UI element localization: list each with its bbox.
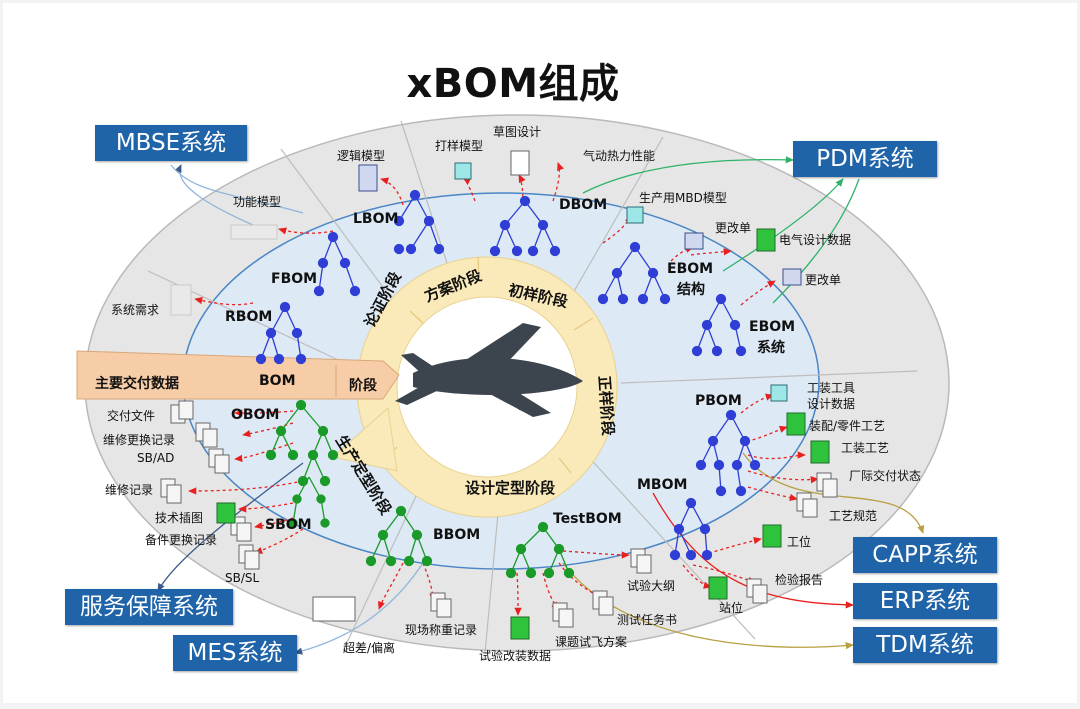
capp-link [742, 452, 925, 534]
tdm-link [562, 562, 854, 650]
label-sketch-design: 草图设计 [493, 125, 542, 139]
label-tooling-sub: 设计数据 [807, 397, 856, 411]
mes-system-box: MES系统 [173, 635, 297, 671]
mbse-link [170, 164, 304, 214]
label-function-model: 功能模型 [233, 195, 282, 209]
faint-icon [170, 224, 278, 316]
pdm-link [772, 178, 860, 304]
pdm-link [722, 178, 844, 272]
label-test-outline: 试验大纲 [627, 579, 676, 593]
tree-ebom-structure [597, 241, 671, 305]
legend-bom: BOM [259, 373, 296, 389]
service-link [157, 462, 304, 592]
bom-label-testbom: TestBOM [553, 511, 622, 527]
bom-label-ebom-structure-sub: 结构 [677, 282, 705, 298]
diagram-canvas: xBOM组成 [3, 3, 1077, 703]
label-electric-design: 电气设计数据 [779, 233, 852, 247]
tree-bbom [365, 505, 433, 567]
tree-obom [265, 399, 339, 487]
label-logic-model: 逻辑模型 [337, 149, 386, 163]
page-title: xBOM组成 [406, 61, 620, 107]
bom-label-lbom: LBOM [353, 211, 399, 227]
legend-deliverables: 主要交付数据 [95, 376, 179, 392]
label-process-spec: 工艺规范 [829, 509, 878, 523]
tdm-system-box: TDM系统 [853, 627, 997, 663]
label-sample-model: 打样模型 [435, 139, 484, 153]
label-test-mod-data: 试验改装数据 [479, 649, 552, 663]
bom-label-dbom: DBOM [559, 197, 608, 213]
label-tech-illus: 技术插图 [155, 511, 204, 525]
label-system-req: 系统需求 [111, 303, 160, 317]
label-assembly-process: 装配/零件工艺 [809, 419, 886, 433]
mbse-system-box: MBSE系统 [95, 125, 247, 161]
phase-label-formal: 正样阶段 [595, 375, 618, 437]
bom-label-fbom: FBOM [271, 271, 318, 287]
mes-link [294, 562, 424, 655]
label-inspection-report: 检验报告 [775, 573, 824, 587]
bom-label-obom: OBOM [231, 407, 280, 423]
legend-stage: 阶段 [349, 378, 377, 394]
erp-link [652, 492, 854, 609]
tree-testbom [505, 521, 575, 579]
pdm-link [582, 156, 794, 194]
bom-label-ebom-structure: EBOM [667, 261, 714, 277]
tree-mbom [669, 497, 713, 561]
label-maint-record: 维修记录 [105, 483, 154, 497]
label-sbad: SB/AD [137, 451, 175, 465]
label-aero-performance: 气动热力性能 [583, 149, 656, 163]
label-spare-replace: 备件更换记录 [145, 533, 218, 547]
bom-label-mbom: MBOM [637, 477, 688, 493]
phase-label-design-final: 设计定型阶段 [465, 479, 556, 497]
label-mbd-model: 生产用MBD模型 [639, 191, 727, 205]
tree-rbom [255, 301, 307, 365]
process-icon [216, 228, 830, 640]
label-tooling: 工装工具 [807, 381, 856, 395]
label-delivery-docs: 交付文件 [107, 409, 156, 423]
bom-label-ebom-system: EBOM [749, 319, 796, 335]
tree-ebom-system [691, 293, 747, 357]
bom-label-bbom: BBOM [433, 527, 481, 543]
pdm-system-box: PDM系统 [793, 141, 937, 177]
document-icon [160, 150, 838, 628]
label-tooling-process: 工装工艺 [841, 441, 890, 455]
legend-band [76, 350, 400, 400]
tree-lbom [393, 189, 445, 255]
bom-label-pbom: PBOM [695, 393, 742, 409]
tree-pbom [695, 409, 761, 497]
model-icon [358, 164, 802, 286]
erp-system-box: ERP系统 [853, 583, 997, 619]
airplane-image [395, 323, 583, 417]
service-system-box: 服务保障系统 [65, 589, 233, 625]
tree-sbom [288, 476, 330, 528]
tree-dbom [489, 195, 561, 257]
label-flight-plan: 课题试飞方案 [555, 635, 628, 649]
label-weighing-record: 现场称重记录 [405, 623, 478, 637]
label-change-order-2: 更改单 [805, 273, 842, 287]
mbse-link [174, 164, 254, 226]
capp-system-box: CAPP系统 [853, 537, 997, 573]
tree-fbom [313, 231, 361, 297]
sector-dividers [147, 120, 918, 654]
label-test-task: 测试任务书 [617, 613, 678, 627]
bom-label-sbom: SBOM [265, 517, 312, 533]
xbom-diagram [76, 114, 950, 655]
label-sbsl: SB/SL [225, 571, 260, 585]
label-maint-replace: 维修更换记录 [103, 433, 176, 447]
label-station-1: 工位 [787, 535, 812, 549]
label-station-2: 站位 [719, 601, 744, 615]
cube-icon [454, 162, 788, 402]
label-factory-status: 厂际交付状态 [849, 469, 922, 483]
bom-label-ebom-system-sub: 系统 [757, 340, 785, 356]
bom-label-rbom: RBOM [225, 309, 273, 325]
ring-arrowhead [331, 407, 398, 472]
label-change-order-1: 更改单 [715, 221, 752, 235]
label-deviation: 超差/偏离 [343, 641, 396, 655]
